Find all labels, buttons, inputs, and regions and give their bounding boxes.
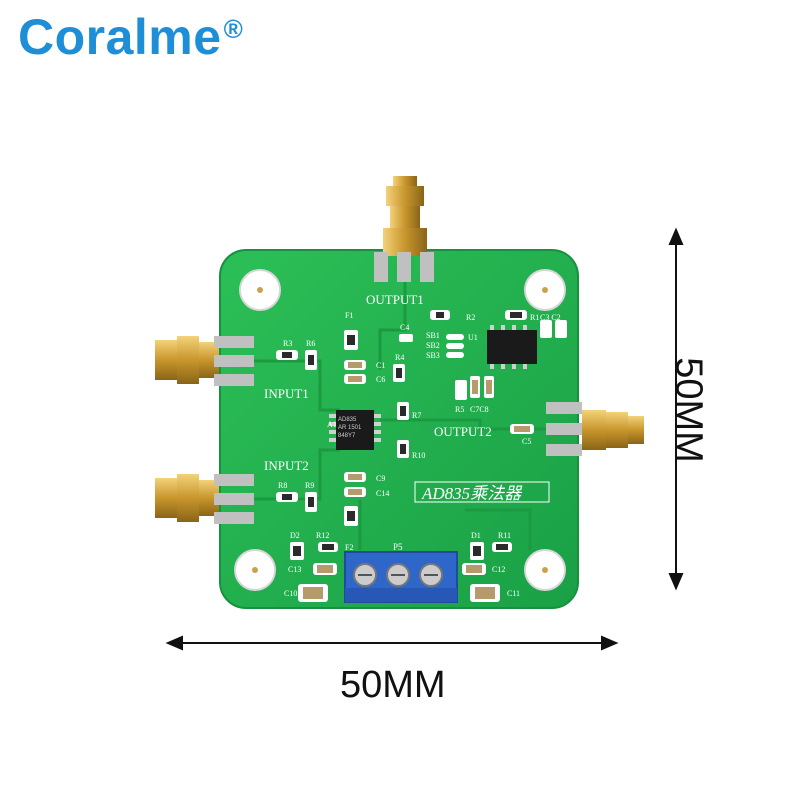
label-output2: OUTPUT2 <box>434 424 492 439</box>
label-output1: OUTPUT1 <box>366 292 424 307</box>
label-c5: C5 <box>522 437 531 446</box>
label-r11: R11 <box>498 531 511 540</box>
sma-connector-output2 <box>546 402 644 456</box>
chip-marking-line1: AD835 <box>338 417 357 423</box>
label-c11: C11 <box>507 589 520 598</box>
label-c9: C9 <box>376 474 385 483</box>
label-sb1: SB1 <box>426 331 440 340</box>
chip-marking-line3: 848Y7 <box>338 433 356 439</box>
ad835-chip: AD835 AR 1501 848Y7 <box>329 410 381 450</box>
label-r7: R7 <box>412 411 421 420</box>
registered-mark: ® <box>223 14 244 44</box>
label-sb3: SB3 <box>426 351 440 360</box>
label-c13: C13 <box>288 565 301 574</box>
label-d2: D2 <box>290 531 300 540</box>
sma-connector-input1 <box>155 336 254 386</box>
sma-connector-output1 <box>374 176 434 282</box>
u1-chip <box>487 325 537 369</box>
label-input1: INPUT1 <box>264 386 309 401</box>
label-r10: R10 <box>412 451 425 460</box>
brand-name: Coralme <box>18 9 222 65</box>
width-dimension-label: 50MM <box>340 664 446 706</box>
dimension-arrow-vertical <box>668 227 684 591</box>
chip-marking-line2: AR 1501 <box>338 425 362 431</box>
module-label-box <box>414 481 550 503</box>
sma-connector-input2 <box>155 474 254 524</box>
height-dimension-label: 50MM <box>667 357 710 463</box>
label-c4: C4 <box>400 323 409 332</box>
dimension-arrow-horizontal <box>165 635 619 651</box>
label-r12: R12 <box>316 531 329 540</box>
label-input2: INPUT2 <box>264 458 309 473</box>
label-u1: U1 <box>468 333 478 342</box>
label-r2: R2 <box>466 313 475 322</box>
label-r4: R4 <box>395 353 404 362</box>
label-r5: R5 <box>455 405 464 414</box>
label-c14: C14 <box>376 489 389 498</box>
label-r8: R8 <box>278 481 287 490</box>
label-c3-c2: C3 C2 <box>540 313 561 322</box>
label-a1: A1 <box>327 420 337 429</box>
label-p5: P5 <box>393 542 403 552</box>
label-f2: F2 <box>345 543 353 552</box>
label-c12: C12 <box>492 565 505 574</box>
module-label: AD835乘法器 <box>421 484 523 503</box>
label-d1: D1 <box>471 531 481 540</box>
label-c7-c8: C7C8 <box>470 405 489 414</box>
label-r9: R9 <box>305 481 314 490</box>
label-r1: R1 <box>530 313 539 322</box>
label-r6: R6 <box>306 339 315 348</box>
label-c6: C6 <box>376 375 385 384</box>
label-c1: C1 <box>376 361 385 370</box>
label-f1: F1 <box>345 311 353 320</box>
label-r3: R3 <box>283 339 292 348</box>
smd-components <box>276 310 567 602</box>
brand-logo: Coralme® <box>18 8 243 66</box>
screw-terminal-block <box>344 551 458 603</box>
label-c10: C10 <box>284 589 297 598</box>
label-sb2: SB2 <box>426 341 440 350</box>
